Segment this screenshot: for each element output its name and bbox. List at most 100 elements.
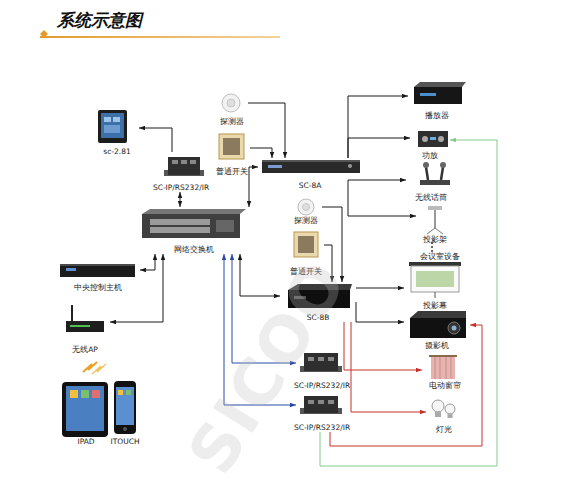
central-host-icon — [60, 264, 135, 266]
tablet-icon — [66, 386, 104, 431]
projector-icon — [410, 318, 466, 338]
device-node: 探测器 — [290, 197, 322, 225]
microphone-icon — [420, 162, 450, 185]
device-node: sc-2.81 — [95, 108, 139, 156]
device-node: 无线话筒 — [406, 160, 456, 202]
ip-converter-icon — [318, 357, 324, 361]
title-decoration — [40, 30, 280, 38]
device-node: 摄影机 — [404, 308, 470, 350]
curtain-icon — [451, 357, 452, 379]
detector-icon — [303, 204, 310, 211]
network-switch-icon — [150, 219, 210, 225]
projection-screen-icon — [411, 266, 459, 292]
ip-converter-icon — [300, 396, 342, 414]
device-label: 功放 — [422, 151, 438, 160]
title-decoration — [40, 36, 280, 38]
rack-unit-icon — [262, 160, 360, 162]
wireless-ap-icon — [66, 321, 104, 332]
connector-line — [356, 288, 404, 289]
handheld-icon — [118, 390, 123, 395]
connector-line — [250, 148, 272, 158]
wall-switch-icon — [219, 134, 244, 159]
curtain-icon — [435, 357, 436, 379]
amplifier-icon — [418, 131, 448, 147]
curtain-icon — [429, 355, 457, 379]
device-node: ITOUCH — [110, 378, 140, 446]
continuation-dots — [431, 246, 433, 248]
touch-panel-icon — [104, 117, 111, 122]
tablet-icon — [62, 382, 108, 437]
connector-line — [139, 128, 172, 152]
touch-panel-icon — [101, 113, 124, 138]
device-node: 投影架 — [416, 204, 454, 244]
curtain-icon — [440, 357, 441, 379]
wall-switch-icon — [223, 138, 240, 155]
microphone-icon — [420, 180, 450, 185]
projection-screen-icon — [435, 292, 436, 298]
network-switch-icon — [150, 227, 210, 233]
device-node: SC-IP/RS232/IR — [296, 392, 348, 432]
ip-converter-icon — [168, 157, 200, 175]
device-node: IPAD — [60, 378, 112, 446]
device-label: SC-IP/RS232/IR — [294, 423, 350, 432]
connector-line — [249, 167, 258, 207]
continuation-dots — [431, 250, 433, 252]
device-label: 普通开关 — [216, 167, 248, 176]
handheld-icon — [116, 387, 134, 425]
title-decoration — [40, 30, 48, 38]
device-node: 普通开关 — [214, 132, 250, 176]
tablet-icon — [92, 390, 100, 398]
connector-line — [348, 96, 408, 158]
light-bulb-icon — [432, 400, 455, 418]
connector-line — [248, 103, 285, 158]
free-note: 会议室设备 — [420, 252, 460, 261]
projector-icon — [452, 326, 457, 331]
player-icon — [414, 82, 466, 87]
connector-line — [344, 322, 422, 370]
projector-icon — [410, 311, 466, 338]
wireless-ap-icon — [66, 305, 104, 332]
microphone-icon — [426, 167, 428, 180]
device-node: SC-IP/RS232/IR — [150, 152, 212, 192]
light-bulb-icon — [435, 412, 441, 417]
device-label: ITOUCH — [110, 437, 139, 446]
microphone-icon — [441, 167, 443, 180]
device-label: 摄影机 — [425, 341, 449, 350]
projector-stand-icon — [427, 206, 443, 234]
ip-converter-icon — [328, 400, 334, 404]
network-switch-icon — [142, 209, 246, 214]
touch-panel-icon — [98, 110, 127, 143]
device-label: SC-IP/RS232/IR — [294, 381, 350, 390]
amplifier-icon — [418, 131, 448, 147]
device-label: sc-2.81 — [103, 147, 130, 156]
device-label: 无线话筒 — [415, 193, 447, 202]
device-node: 网络交换机 — [138, 207, 250, 254]
detector-icon — [222, 94, 240, 112]
device-node: 探测器 — [216, 92, 248, 126]
light-bulb-icon — [448, 414, 453, 418]
projection-screen-icon — [409, 262, 461, 266]
connector-line — [348, 180, 406, 190]
projector-stand-icon — [427, 228, 435, 234]
central-host-icon — [60, 264, 135, 277]
microphone-icon — [423, 162, 429, 168]
device-label: 探测器 — [294, 216, 318, 225]
projector-stand-icon — [434, 210, 436, 228]
amplifier-icon — [422, 136, 428, 142]
handheld-icon — [114, 381, 136, 434]
wall-switch-icon — [219, 134, 244, 159]
ip-converter-icon — [172, 160, 178, 164]
ip-converter-icon — [328, 357, 334, 361]
touch-panel-icon — [104, 125, 120, 133]
light-bulb-icon — [432, 400, 444, 412]
wireless-signal-symbol — [83, 362, 106, 374]
handheld-icon — [114, 381, 136, 434]
connector-line — [180, 192, 181, 207]
ip-converter-icon — [190, 160, 196, 164]
wireless-ap-icon — [70, 325, 90, 327]
central-host-icon — [60, 264, 135, 277]
connector-line — [356, 302, 404, 322]
curtain-icon — [431, 357, 455, 379]
